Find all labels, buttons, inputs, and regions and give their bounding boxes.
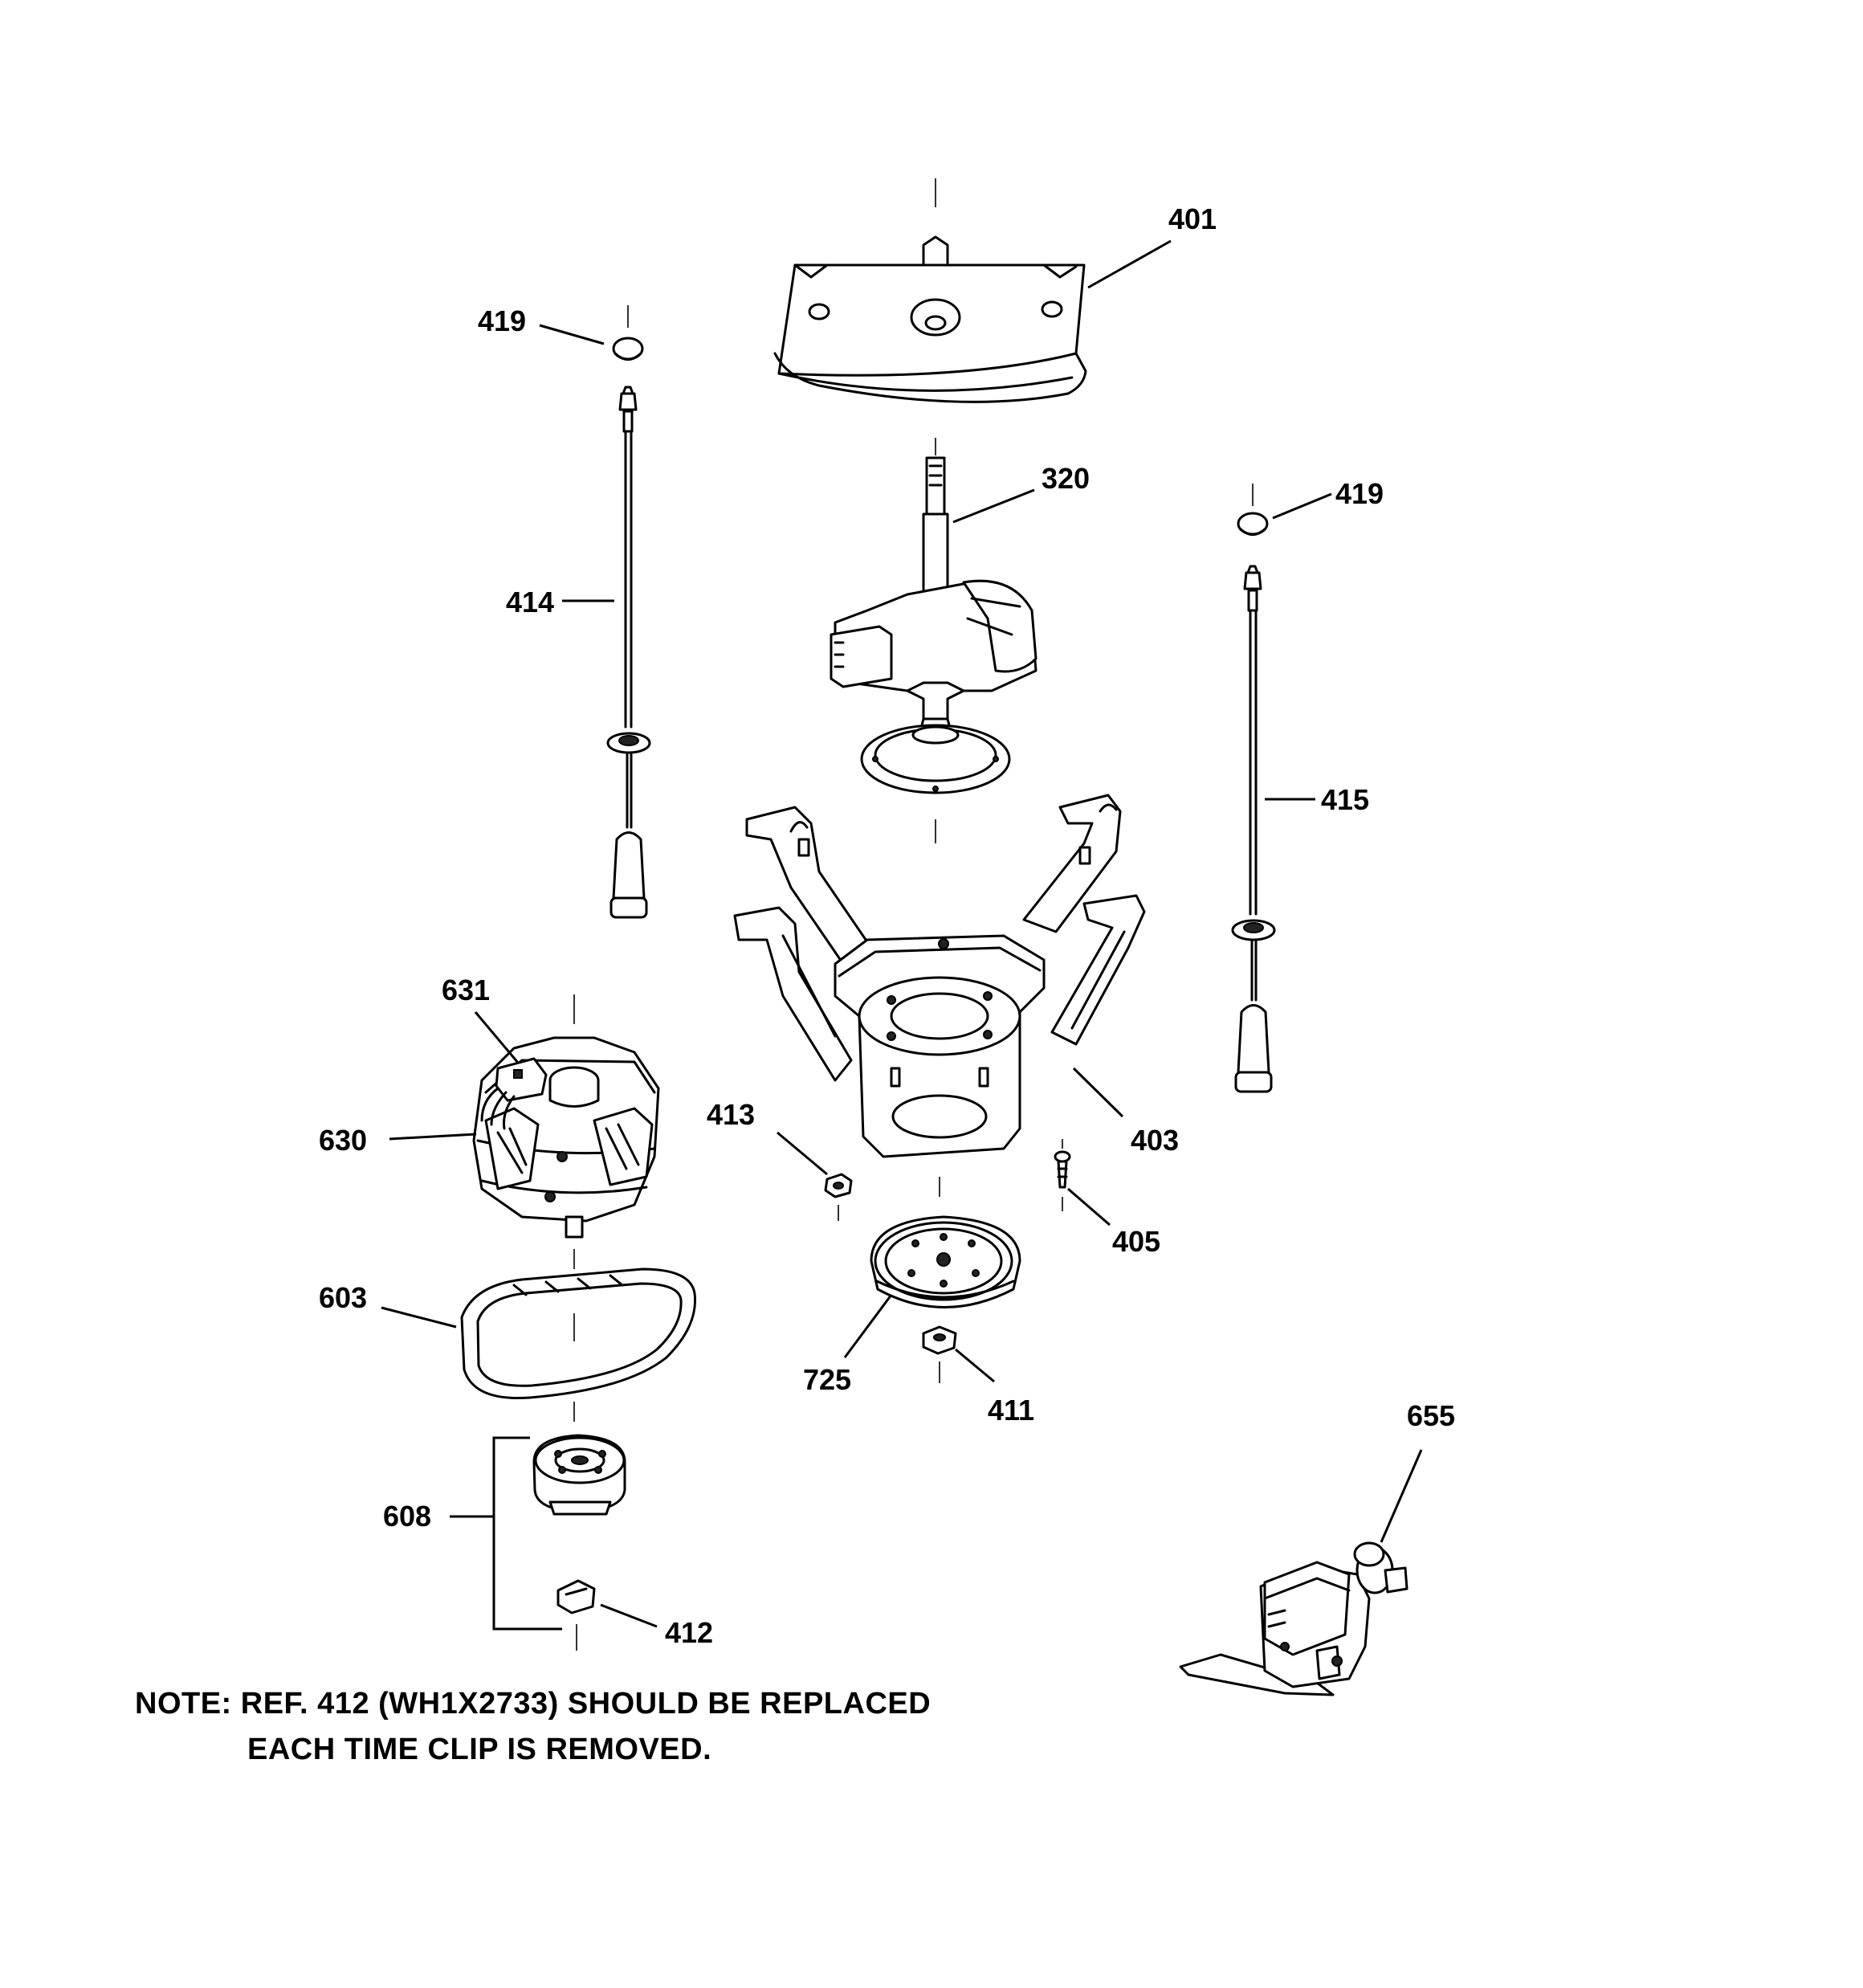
callout-655: 655 <box>1407 1399 1455 1432</box>
part-401-cover <box>773 178 1087 403</box>
callout-413: 413 <box>707 1098 755 1131</box>
part-630-motor <box>472 994 660 1269</box>
callout-414: 414 <box>506 586 554 618</box>
part-608-motor-pulley <box>450 1434 626 1631</box>
callout-419-left: 419 <box>478 304 526 337</box>
part-413-nut <box>824 1173 853 1221</box>
callout-419-right: 419 <box>1335 477 1384 510</box>
callout-320: 320 <box>1042 462 1090 495</box>
callout-608: 608 <box>383 1500 431 1533</box>
part-411-nut <box>922 1325 957 1383</box>
callout-401: 401 <box>1168 202 1217 235</box>
callout-630: 630 <box>319 1124 367 1157</box>
callout-403: 403 <box>1131 1124 1179 1157</box>
part-415-suspension-rod <box>1231 565 1276 1093</box>
note-line-1: NOTE: REF. 412 (WH1X2733) SHOULD BE REPL… <box>135 1687 932 1721</box>
part-412-clip <box>556 1579 596 1651</box>
part-603-belt <box>460 1268 697 1422</box>
part-655-pump <box>1179 1541 1408 1696</box>
callout-411: 411 <box>988 1394 1034 1427</box>
part-725-pulley <box>870 1215 1021 1308</box>
callout-631: 631 <box>442 974 490 1006</box>
callout-603: 603 <box>319 1281 367 1314</box>
part-414-suspension-rod <box>606 386 651 919</box>
callout-412: 412 <box>665 1616 713 1649</box>
part-419-right-cap <box>1237 484 1269 536</box>
callout-405: 405 <box>1112 1225 1160 1258</box>
callout-415: 415 <box>1321 783 1369 816</box>
part-419-left-cap <box>612 305 644 361</box>
leader-lines <box>381 239 1423 1628</box>
callout-labels: 401 419 320 419 414 415 631 630 413 403 … <box>319 202 1455 1649</box>
part-405-screw <box>1054 1139 1071 1211</box>
part-320-transmission <box>830 438 1037 843</box>
part-403-support-base <box>733 794 1146 1197</box>
note-line-2: EACH TIME CLIP IS REMOVED. <box>247 1733 712 1766</box>
callout-725: 725 <box>803 1363 851 1396</box>
